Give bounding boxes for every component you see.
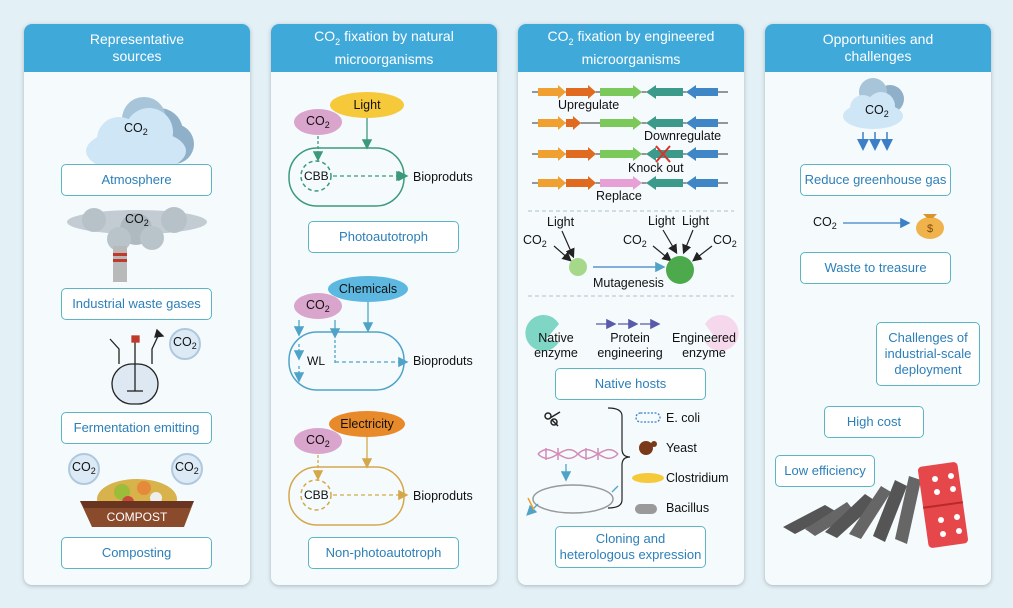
light-label: Light	[682, 214, 710, 228]
composting-box: Composting	[61, 537, 212, 569]
ecoli-icon	[635, 412, 661, 423]
plasmid-icon	[532, 484, 614, 514]
clostridium-label: Clostridium	[666, 471, 729, 485]
cloud-icon	[843, 78, 904, 129]
electricity-label: Electricity	[340, 417, 394, 431]
waste-to-treasure-box: Waste to treasure	[800, 252, 951, 284]
opportunities-diagram: CO2 CO2 $	[783, 78, 968, 548]
co2-label: CO2	[813, 215, 837, 231]
bioproducts-label: Bioproduts	[413, 354, 473, 368]
chemicals-label: Chemicals	[339, 282, 397, 296]
clostridium-icon	[632, 473, 664, 483]
protein-engineering-label-b: engineering	[597, 346, 662, 360]
co2-bubble-icon	[68, 453, 100, 485]
compost-co2-left: CO2	[72, 460, 96, 476]
mutagenesis-label: Mutagenesis	[593, 276, 664, 290]
native-hosts-box: Native hosts	[555, 368, 706, 400]
smoke-co2-label: CO2	[125, 212, 149, 228]
bioproducts-label: Bioproduts	[413, 170, 473, 184]
cloud-co2-label: CO2	[865, 103, 889, 119]
dna-icon	[537, 448, 619, 460]
atmosphere-box: Atmosphere	[61, 164, 212, 196]
native-enzyme-label-b: enzyme	[534, 346, 578, 360]
downregulate-label: Downregulate	[644, 129, 721, 143]
money-bag-icon	[916, 214, 944, 239]
yeast-label: Yeast	[666, 441, 697, 455]
photoautotroph-box: Photoautotroph	[308, 221, 459, 253]
compost-co2-right: CO2	[175, 460, 199, 476]
fermenter-icon	[109, 328, 165, 405]
co2-label: CO2	[523, 233, 547, 249]
bacillus-label: Bacillus	[666, 501, 709, 515]
co2-bubble	[294, 293, 342, 319]
co2-bubble	[294, 109, 342, 135]
replace-label: Replace	[596, 189, 642, 203]
co2-label: CO2	[306, 114, 330, 130]
compost-pile-icon	[80, 479, 194, 527]
low-efficiency-box: Low efficiency	[775, 455, 875, 487]
light-label: Light	[353, 98, 381, 112]
fermenter-co2-label: CO2	[173, 335, 197, 351]
co2-label: CO2	[623, 233, 647, 249]
scissors-icon	[544, 411, 561, 427]
gene-rows	[532, 85, 728, 190]
money-symbol: $	[927, 223, 933, 235]
non-photoautotroph-box: Non-photoautotroph	[308, 537, 459, 569]
natural-diagram: Light CO2 CBB Bioproduts Chemicals CO2 W…	[288, 92, 473, 526]
light-label: Light	[648, 214, 676, 228]
electricity-bubble	[329, 411, 405, 437]
chemicals-bubble	[328, 276, 408, 302]
cloud-co2-label: CO2	[124, 121, 148, 137]
co2-label: CO2	[306, 433, 330, 449]
high-cost-box: High cost	[824, 406, 924, 438]
dominoes-icon	[783, 462, 968, 548]
cbb-label: CBB	[304, 488, 329, 502]
light-label: Light	[547, 215, 575, 229]
co2-bubble-icon	[171, 453, 203, 485]
ecoli-label: E. coli	[666, 411, 700, 425]
small-cell-icon	[569, 258, 587, 276]
fermentation-box: Fermentation emitting	[61, 412, 212, 444]
industrial-box: Industrial waste gases	[61, 288, 212, 320]
co2-bubble-icon	[169, 328, 201, 360]
engineered-enzyme-icon	[705, 314, 739, 351]
upregulate-label: Upregulate	[558, 98, 619, 112]
co2-bubble	[294, 428, 342, 454]
engineered-diagram: Upregulate Downregulate Knock out Replac…	[523, 85, 739, 516]
co2-label: CO2	[713, 233, 737, 249]
engineered-enzyme-label-a: Engineered	[672, 331, 736, 345]
compost-label: COMPOST	[107, 510, 168, 524]
bioproducts-label: Bioproduts	[413, 489, 473, 503]
yeast-icon	[639, 441, 657, 455]
co2-label: CO2	[306, 298, 330, 314]
engineered-enzyme-label-b: enzyme	[682, 346, 726, 360]
knockout-label: Knock out	[628, 161, 684, 175]
large-cell-icon	[666, 256, 694, 284]
wl-label: WL	[307, 354, 325, 368]
native-enzyme-icon	[525, 314, 559, 351]
cbb-label: CBB	[304, 169, 329, 183]
cloud-icon: CO2 CO2 CO2 CO2 CO2	[67, 97, 207, 527]
bacillus-icon	[635, 504, 657, 514]
protein-engineering-label-a: Protein	[610, 331, 650, 345]
factory-smoke-icon	[67, 207, 207, 282]
native-enzyme-label-a: Native	[538, 331, 573, 345]
light-bubble	[330, 92, 404, 118]
reduce-greenhouse-box: Reduce greenhouse gas	[800, 164, 951, 196]
